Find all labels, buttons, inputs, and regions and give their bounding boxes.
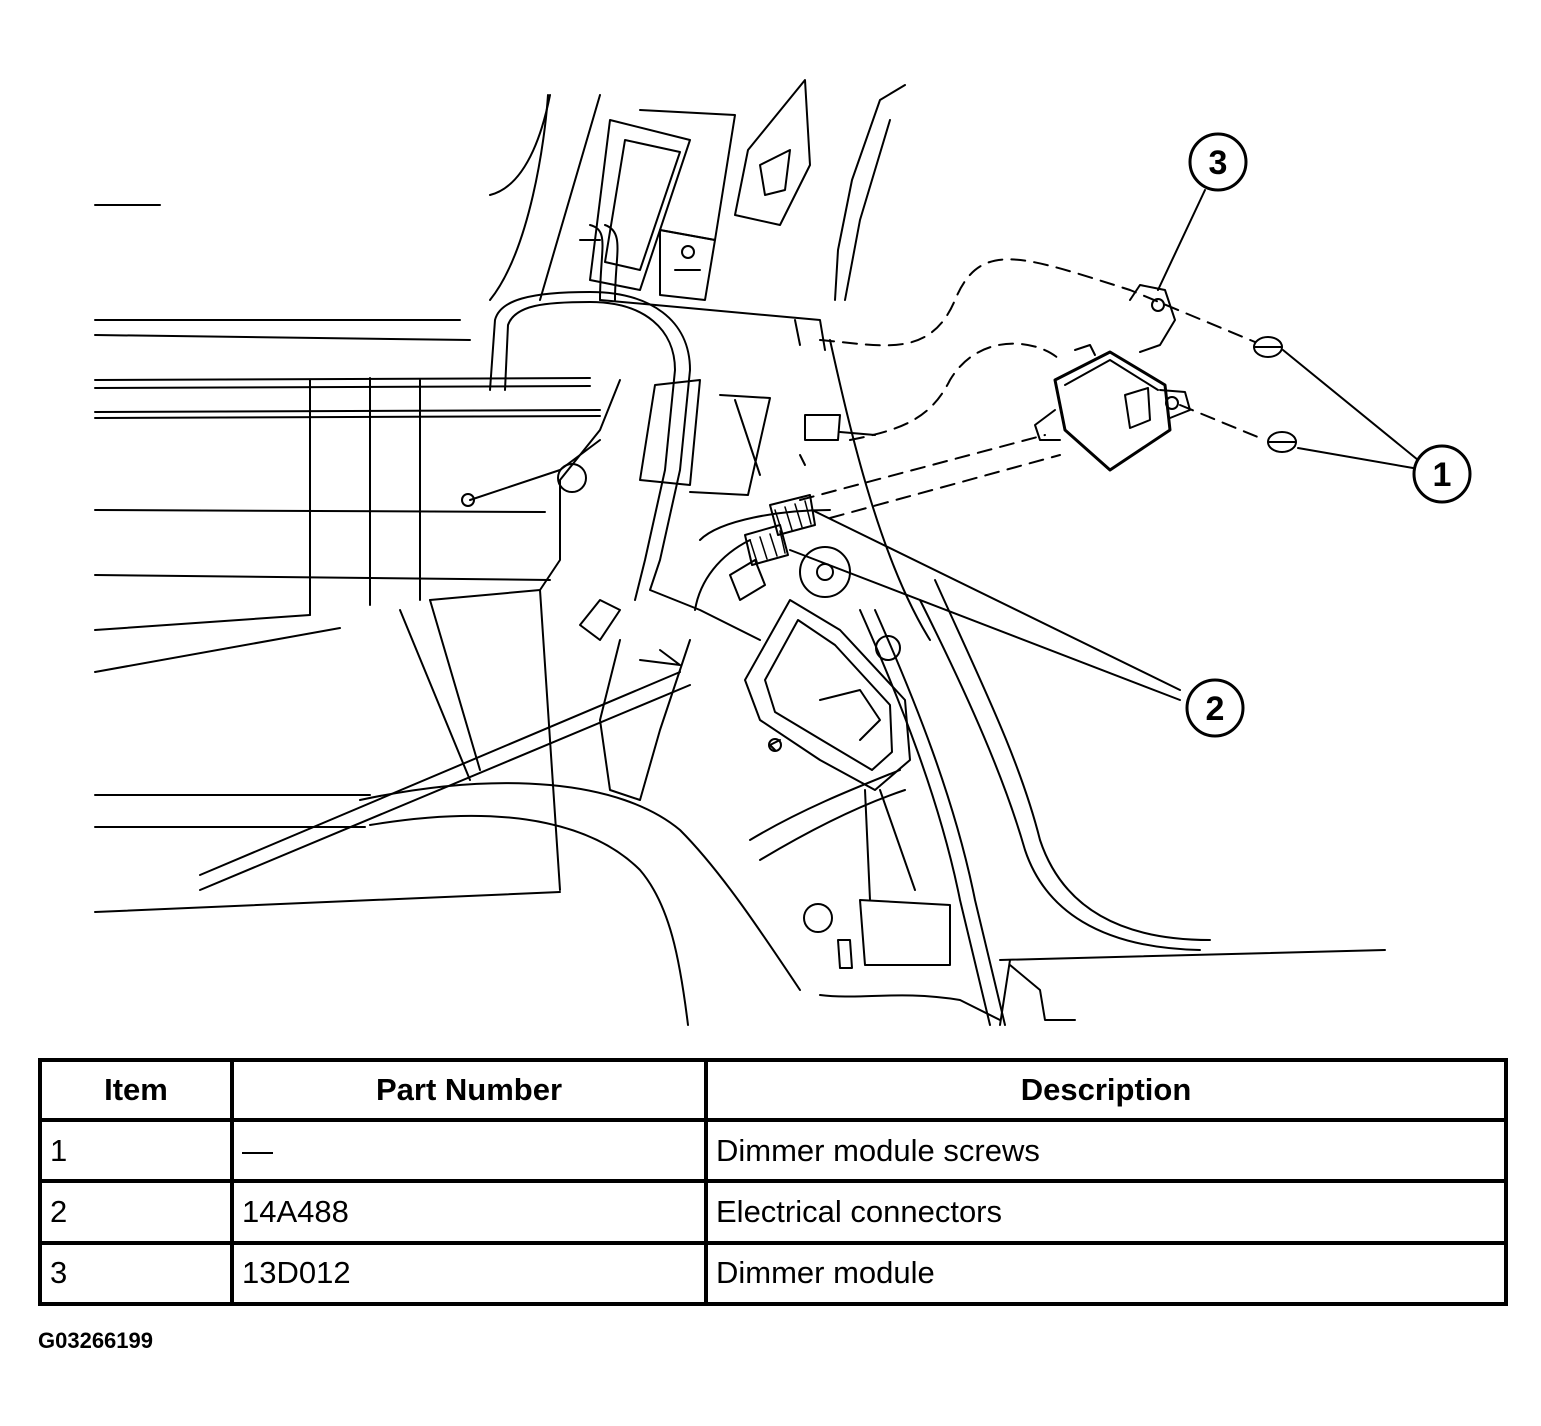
- table-row: 3 13D012 Dimmer module: [38, 1240, 1508, 1307]
- cell-description: Dimmer module: [704, 1240, 1508, 1307]
- lower-structure: [359, 509, 1386, 1026]
- header-part-number: Part Number: [230, 1058, 708, 1122]
- table-row: 1 — Dimmer module screws: [38, 1117, 1508, 1184]
- callout-1-label: 1: [1433, 456, 1452, 494]
- callout-2: 2: [1185, 678, 1245, 738]
- body-panel-lines: [94, 204, 691, 913]
- cell-item: 1: [38, 1117, 234, 1184]
- cell-item: 3: [38, 1240, 234, 1307]
- callout-1: 1: [1412, 444, 1472, 504]
- electrical-connectors: [744, 494, 816, 566]
- cell-part-number: —: [230, 1117, 708, 1184]
- callout-2-label: 2: [1206, 690, 1225, 728]
- screw-icon: [1253, 336, 1297, 453]
- callout-3: 3: [1188, 132, 1248, 192]
- alignment-lines: [799, 258, 1266, 519]
- callout-leaders: [789, 189, 1419, 701]
- table-row: 2 14A488 Electrical connectors: [38, 1179, 1508, 1245]
- parts-table: Item Part Number Description 1 — Dimmer …: [38, 1058, 1508, 1307]
- upper-trim: [489, 79, 931, 641]
- header-item: Item: [38, 1058, 234, 1122]
- table-header-row: Item Part Number Description: [38, 1058, 1508, 1122]
- connector-housing: [729, 559, 911, 791]
- dimmer-module-diagram: 3 1 2: [94, 79, 1472, 1026]
- trim-cutouts: [639, 379, 876, 496]
- cell-item: 2: [38, 1179, 234, 1245]
- dimmer-module: [1034, 284, 1191, 472]
- cell-description: Electrical connectors: [704, 1179, 1508, 1245]
- cell-part-number: 13D012: [230, 1240, 708, 1307]
- header-description: Description: [704, 1058, 1508, 1122]
- cell-description: Dimmer module screws: [704, 1117, 1508, 1184]
- figure-id: G03266199: [38, 1328, 153, 1353]
- wiring-harness: [489, 224, 761, 801]
- callout-3-label: 3: [1209, 144, 1228, 182]
- cell-part-number: 14A488: [230, 1179, 708, 1245]
